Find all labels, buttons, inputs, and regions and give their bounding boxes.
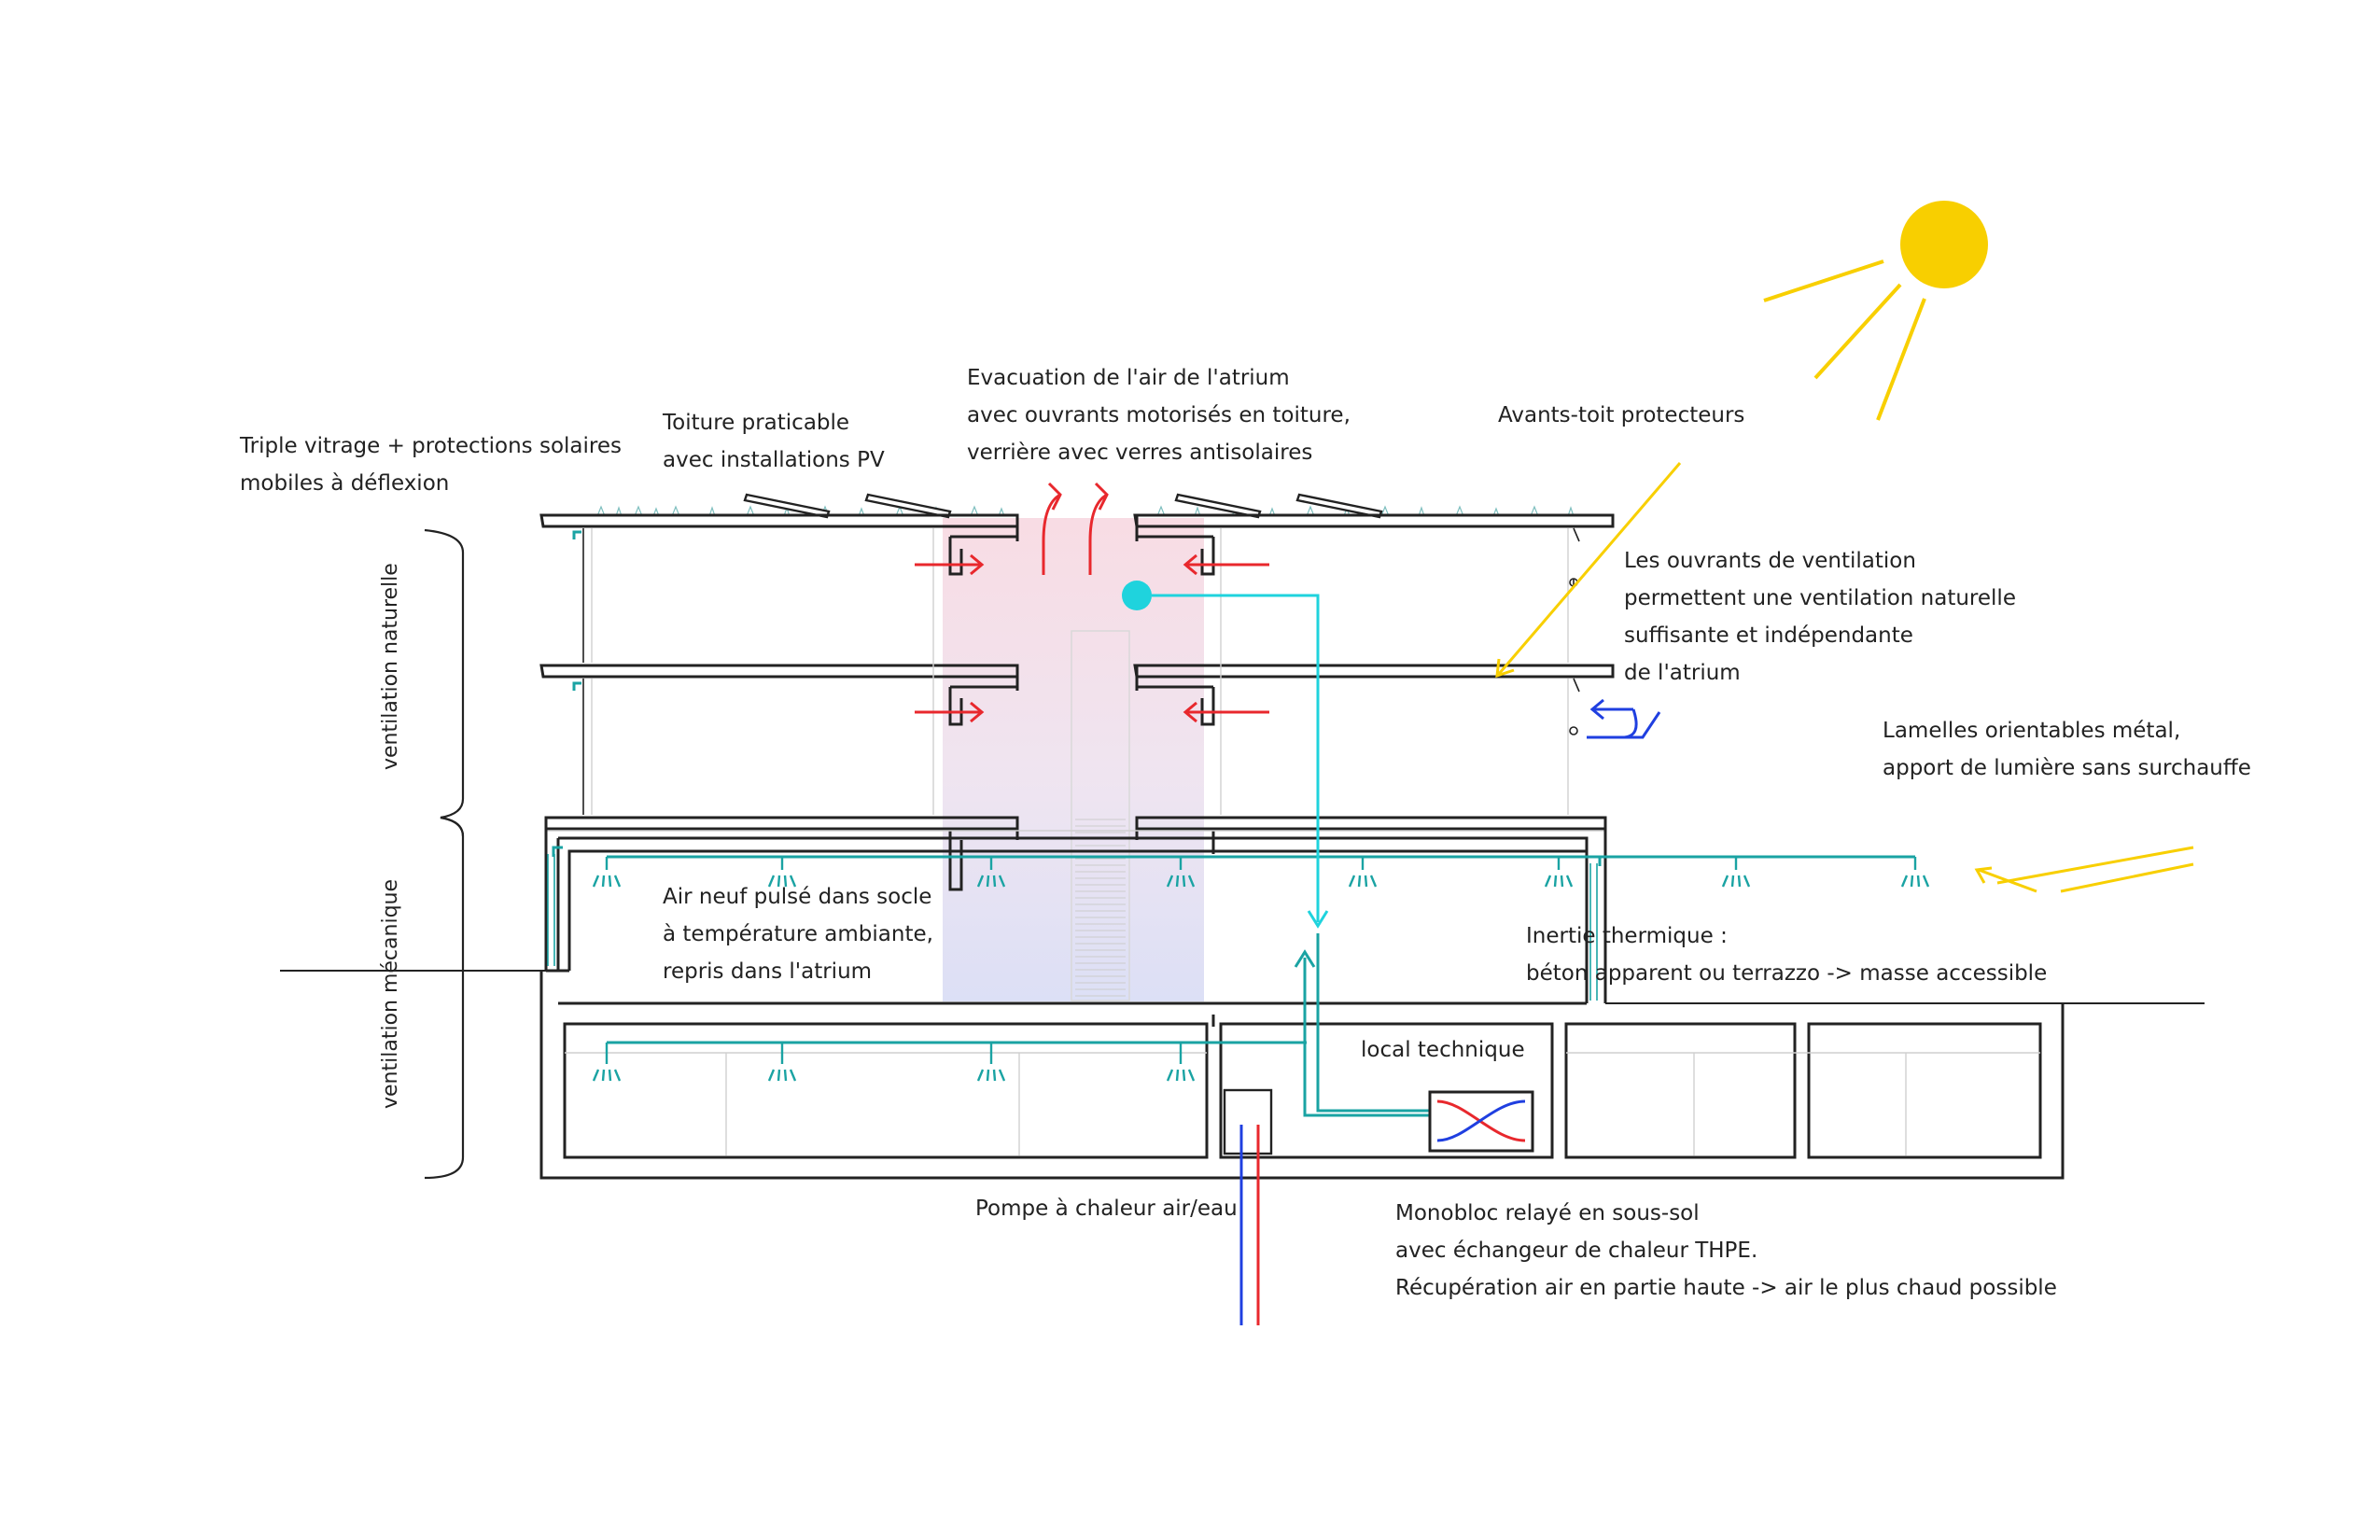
label-air-neuf-line1: Air neuf pulsé dans socle bbox=[663, 885, 931, 909]
label-triple-vitrage-line2: mobiles à déflexion bbox=[240, 471, 449, 496]
building-section bbox=[280, 513, 2205, 1180]
supply-duct-basement bbox=[592, 1041, 1307, 1082]
extract-duct bbox=[1122, 581, 1430, 1117]
diffuser-icon bbox=[592, 1043, 622, 1082]
label-triple-vitrage: Triple vitrage + protections solaires mo… bbox=[239, 434, 622, 496]
label-inertie-line1: Inertie thermique : bbox=[1526, 924, 1728, 948]
label-ventilation-naturelle: ventilation naturelle bbox=[379, 563, 402, 770]
label-lamelles-line1: Lamelles orientables métal, bbox=[1883, 719, 2180, 743]
sun-icon bbox=[1763, 201, 1988, 421]
label-evacuation-line2: avec ouvrants motorisés en toiture, bbox=[967, 403, 1351, 427]
label-evacuation-line3: verrière avec verres antisolaires bbox=[967, 441, 1312, 465]
label-triple-vitrage-line1: Triple vitrage + protections solaires bbox=[239, 434, 622, 458]
label-ouvrants: Les ouvrants de ventilation permettent u… bbox=[1624, 549, 2016, 685]
label-ventilation-mecanique: ventilation mécanique bbox=[379, 879, 402, 1109]
label-evacuation-line1: Evacuation de l'air de l'atrium bbox=[967, 366, 1290, 390]
diffuser-icon bbox=[976, 1043, 1006, 1082]
label-air-neuf-line2: à température ambiante, bbox=[663, 922, 933, 946]
diffuser-icon bbox=[767, 857, 797, 888]
diffuser-icon bbox=[976, 857, 1006, 888]
label-monobloc: Monobloc relayé en sous-sol avec échange… bbox=[1395, 1201, 2057, 1300]
label-lamelles-line2: apport de lumière sans surchauffe bbox=[1883, 756, 2251, 780]
atrium-air-zone bbox=[943, 518, 1204, 1001]
diffuser-icon bbox=[1348, 857, 1378, 888]
diffuser-icon bbox=[1166, 1043, 1196, 1082]
label-evacuation: Evacuation de l'air de l'atrium avec ouv… bbox=[967, 366, 1351, 465]
diffuser-icon bbox=[1900, 857, 1930, 888]
atrium-stair bbox=[1071, 630, 1130, 1001]
warm-air-arrows bbox=[915, 482, 1269, 723]
label-inertie-line2: béton apparent ou terrazzo -> masse acce… bbox=[1526, 961, 2047, 986]
label-lamelles: Lamelles orientables métal, apport de lu… bbox=[1883, 719, 2251, 780]
label-monobloc-line2: avec échangeur de chaleur THPE. bbox=[1395, 1239, 1757, 1263]
heat-pump-icon bbox=[1223, 1088, 1273, 1325]
heat-exchanger-icon bbox=[1428, 1090, 1534, 1153]
sunlight-rays bbox=[1495, 462, 2194, 893]
label-toiture-line1: Toiture praticable bbox=[662, 411, 849, 435]
diffuser-icon bbox=[592, 857, 622, 888]
socle-left-lamellae bbox=[547, 854, 555, 966]
label-toiture: Toiture praticable avec installations PV bbox=[662, 411, 885, 472]
diffuser-icon bbox=[1721, 857, 1751, 888]
label-avants-toit: Avants-toit protecteurs bbox=[1498, 403, 1744, 427]
label-monobloc-line1: Monobloc relayé en sous-sol bbox=[1395, 1201, 1700, 1225]
label-ouvrants-line4: de l'atrium bbox=[1624, 661, 1741, 685]
label-inertie: Inertie thermique : béton apparent ou te… bbox=[1526, 924, 2047, 986]
diffuser-icon bbox=[1544, 857, 1574, 888]
socle-right-lamellae bbox=[1589, 863, 1598, 1001]
label-monobloc-line3: Récupération air en partie haute -> air … bbox=[1395, 1276, 2057, 1300]
label-pompe: Pompe à chaleur air/eau bbox=[975, 1197, 1238, 1221]
label-local-technique: local technique bbox=[1361, 1038, 1525, 1062]
diffuser-icon bbox=[1166, 857, 1196, 888]
label-ouvrants-line1: Les ouvrants de ventilation bbox=[1624, 549, 1916, 573]
pv-panels bbox=[743, 493, 1383, 519]
label-air-neuf: Air neuf pulsé dans socle à température … bbox=[663, 885, 933, 984]
label-ouvrants-line2: permettent une ventilation naturelle bbox=[1624, 586, 2016, 610]
brace-mechanical-ventilation bbox=[424, 816, 465, 1180]
extract-intake-dot bbox=[1122, 581, 1152, 610]
brace-natural-ventilation bbox=[424, 528, 465, 837]
supply-duct-socle bbox=[592, 855, 1930, 888]
label-ouvrants-line3: suffisante et indépendante bbox=[1624, 623, 1913, 648]
label-toiture-line2: avec installations PV bbox=[663, 448, 885, 472]
diffuser-icon bbox=[767, 1043, 797, 1082]
label-air-neuf-line3: repris dans l'atrium bbox=[663, 959, 872, 984]
cold-air-arrow bbox=[1587, 698, 1661, 739]
